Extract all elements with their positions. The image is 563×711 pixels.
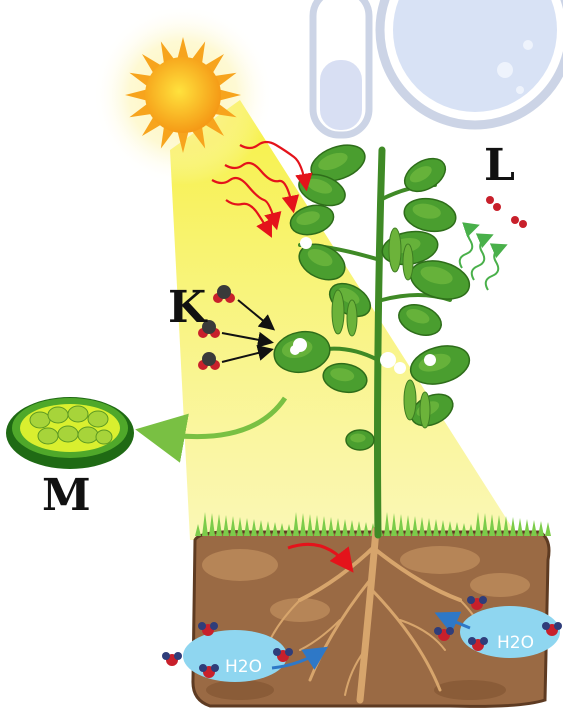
water-hydrogen xyxy=(198,622,206,630)
grass-blade xyxy=(531,520,537,536)
label-k: K xyxy=(168,282,208,333)
grass-blade xyxy=(538,521,544,536)
grass-blade xyxy=(524,519,530,536)
water-hydrogen xyxy=(273,648,281,656)
leaf-highlight xyxy=(350,434,365,443)
water-pool-right: H2O xyxy=(460,606,560,658)
water-hydrogen xyxy=(199,664,207,672)
chloroplast-icon xyxy=(6,397,134,469)
grass-blade xyxy=(545,522,551,536)
water-hydrogen xyxy=(211,664,219,672)
water-hydrogen xyxy=(434,627,442,635)
grass-blade xyxy=(517,518,523,536)
water-label-right: H2O xyxy=(497,633,534,653)
water-hydrogen xyxy=(554,622,562,630)
water-hydrogen xyxy=(446,627,454,635)
o2-molecule-icon xyxy=(486,196,527,228)
water-hydrogen xyxy=(162,652,170,660)
water-hydrogen xyxy=(174,652,182,660)
water-hydrogen xyxy=(210,622,218,630)
label-m: M xyxy=(42,470,91,521)
water-hydrogen xyxy=(542,622,550,630)
water-hydrogen xyxy=(479,596,487,604)
label-l: L xyxy=(484,140,515,191)
water-hydrogen xyxy=(480,637,488,645)
test-tube-icon xyxy=(313,0,369,135)
flask-icon xyxy=(380,0,563,125)
sun-icon xyxy=(93,5,273,185)
water-label-left: H2O xyxy=(225,657,262,677)
water-hydrogen xyxy=(468,637,476,645)
water-hydrogen xyxy=(285,648,293,656)
water-pool-left: H2O xyxy=(183,630,287,682)
water-hydrogen xyxy=(467,596,475,604)
